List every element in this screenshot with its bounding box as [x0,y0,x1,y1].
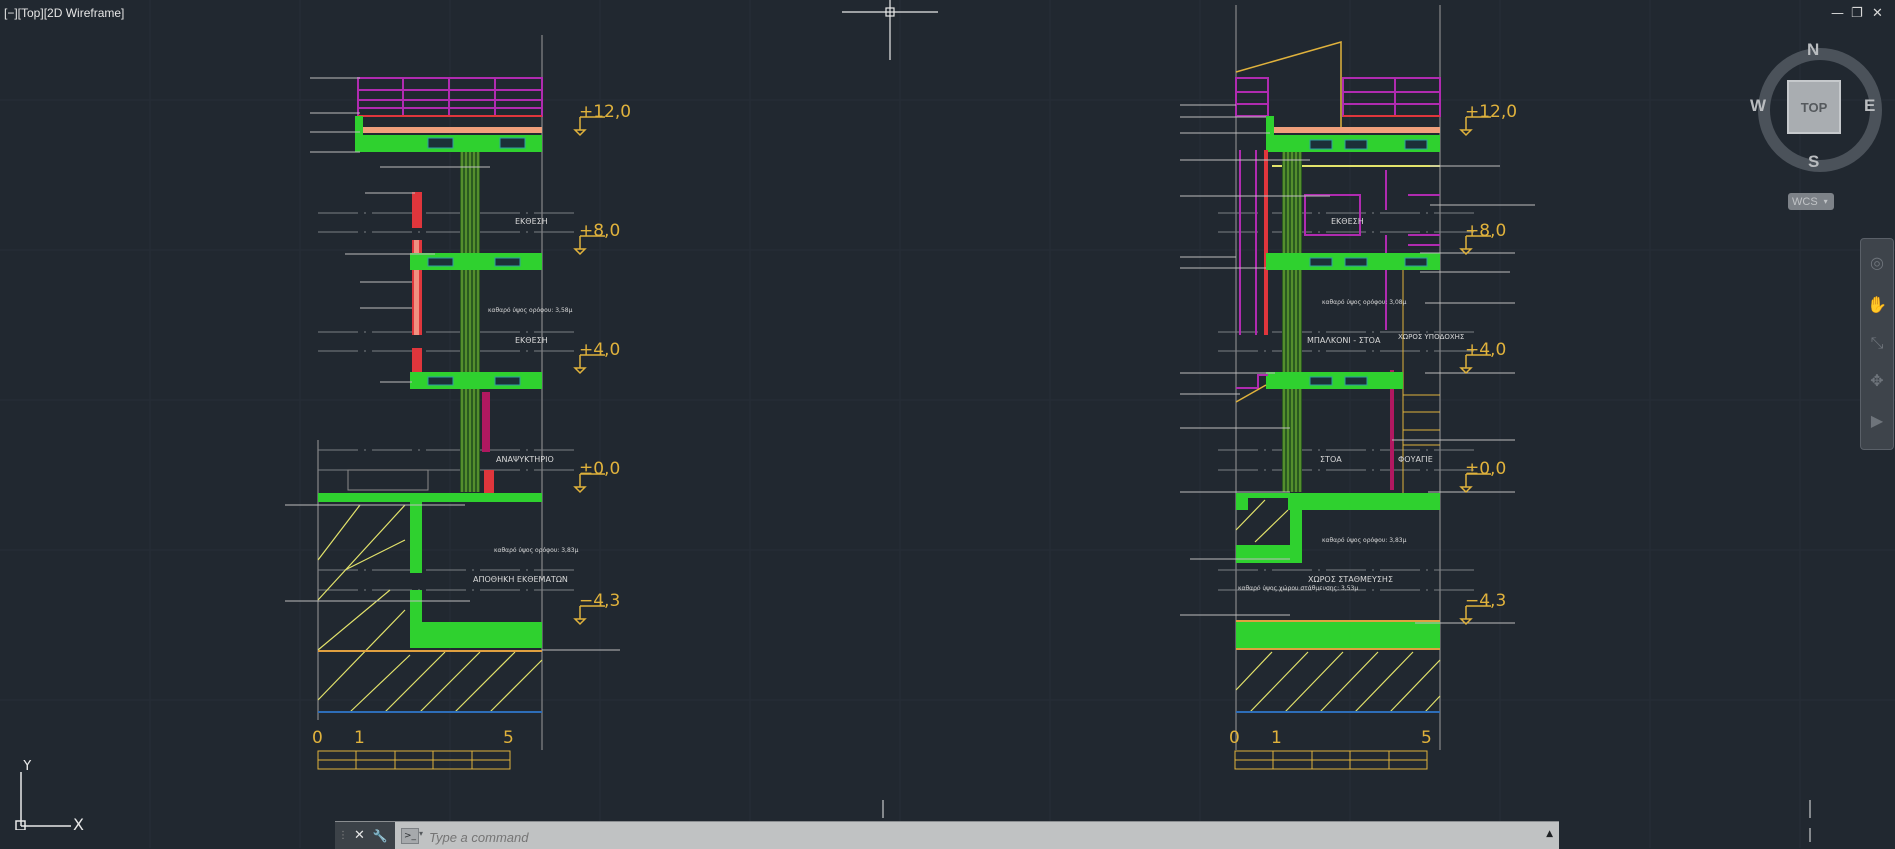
ucs-menu-button[interactable]: WCS ▾ [1788,193,1834,210]
close-viewport-button[interactable]: ✕ [1872,6,1883,21]
grip-icon[interactable]: ⋮ [338,830,348,841]
svg-text:±0,0: ±0,0 [1465,459,1506,479]
ucs-x-label: X [73,815,84,830]
svg-text:1: 1 [1271,728,1282,748]
svg-text:+12,0: +12,0 [1465,102,1517,122]
svg-text:ΧΩΡΟΣ ΥΠΟΔΟΧΗΣ: ΧΩΡΟΣ ΥΠΟΔΟΧΗΣ [1398,333,1464,341]
crosshair-cursor [842,0,938,60]
svg-text:0: 0 [312,728,323,748]
svg-text:ΕΚΘΕΣΗ: ΕΚΘΕΣΗ [515,336,548,345]
svg-text:+8,0: +8,0 [579,221,620,241]
right-section: ΕΚΘΕΣΗ ΜΠΑΛΚΟΝΙ - ΣΤΟΑ ΧΩΡΟΣ ΥΠΟΔΟΧΗΣ ΣΤ… [1180,5,1535,770]
showmotion-icon[interactable]: ▶ [1870,411,1884,430]
svg-text:ΜΠΑΛΚΟΝΙ - ΣΤΟΑ: ΜΠΑΛΚΟΝΙ - ΣΤΟΑ [1307,336,1381,345]
ucs-icon: Y X [15,760,84,830]
ucs-y-label: Y [22,760,32,774]
svg-text:−4,3: −4,3 [579,591,620,611]
svg-text:+4,0: +4,0 [579,340,620,360]
svg-text:0: 0 [1229,728,1240,748]
command-history-toggle[interactable]: ▲ [1546,829,1553,839]
svg-text:5: 5 [1421,728,1432,748]
svg-text:5: 5 [503,728,514,748]
orbit-icon[interactable]: ✥ [1870,371,1884,390]
svg-text:καθαρό ύψος ορόφου: 3,83μ: καθαρό ύψος ορόφου: 3,83μ [494,547,579,554]
compass-west[interactable]: W [1750,96,1767,115]
compass-east[interactable]: E [1864,96,1876,115]
command-prompt-icon[interactable]: >_ [401,828,419,844]
svg-text:−4,3: −4,3 [1465,591,1506,611]
command-line[interactable]: ⋮ ✕ 🔧 >_ ▾ ▲ [335,821,1559,849]
svg-text:+12,0: +12,0 [579,102,631,122]
command-line-grip[interactable]: ⋮ ✕ 🔧 [335,822,395,849]
svg-text:ΕΚΘΕΣΗ: ΕΚΘΕΣΗ [1331,217,1364,226]
minimize-viewport-button[interactable]: — [1831,6,1844,21]
svg-text:ΦΟΥΑΓΙΕ: ΦΟΥΑΓΙΕ [1398,455,1433,464]
svg-text:ΑΝΑΨΥΚΤΗΡΙΟ: ΑΝΑΨΥΚΤΗΡΙΟ [496,455,554,464]
pan-hand-icon[interactable]: ✋ [1867,295,1887,314]
svg-text:καθαρό ύψος χώρου στάθμευσης:: καθαρό ύψος χώρου στάθμευσης: 3,53μ [1238,585,1358,592]
chevron-down-icon: ▾ [1823,197,1828,206]
viewcube-top-face[interactable]: TOP [1787,80,1841,134]
svg-text:1: 1 [354,728,365,748]
svg-text:καθαρό ύψος ορόφου: 3,58μ: καθαρό ύψος ορόφου: 3,58μ [488,307,573,314]
svg-text:+4,0: +4,0 [1465,340,1506,360]
compass-north[interactable]: N [1807,40,1820,59]
zoom-extents-icon[interactable]: ⤡ [1870,333,1884,352]
navigation-bar[interactable]: ◎ ✋ ⤡ ✥ ▶ [1860,238,1894,450]
left-section: ΕΚΘΕΣΗ ΕΚΘΕΣΗ ΑΝΑΨΥΚΤΗΡΙΟ ΑΠΟΘΗΚΗ ΕΚΘΕΜΑ… [285,35,631,770]
svg-text:±0,0: ±0,0 [579,459,620,479]
svg-text:ΕΚΘΕΣΗ: ΕΚΘΕΣΗ [515,217,548,226]
svg-text:ΑΠΟΘΗΚΗ ΕΚΘΕΜΑΤΩΝ: ΑΠΟΘΗΚΗ ΕΚΘΕΜΑΤΩΝ [473,575,568,584]
customize-wrench-icon[interactable]: 🔧 [372,828,388,843]
steering-wheel-icon[interactable]: ◎ [1870,253,1884,272]
restore-viewport-button[interactable]: ❐ [1851,6,1863,21]
svg-text:καθαρό ύψος ορόφου: 3,83μ: καθαρό ύψος ορόφου: 3,83μ [1322,537,1407,544]
svg-text:ΧΩΡΟΣ ΣΤΑΘΜΕΥΣΗΣ: ΧΩΡΟΣ ΣΤΑΘΜΕΥΣΗΣ [1308,575,1393,584]
viewcube[interactable]: TOP N S E W [1750,40,1882,172]
close-command-line-button[interactable]: ✕ [354,828,365,843]
wcs-label: WCS [1792,195,1818,208]
svg-text:+8,0: +8,0 [1465,221,1506,241]
svg-text:ΣΤΟΑ: ΣΤΟΑ [1320,455,1342,464]
command-input[interactable] [427,826,1531,848]
recent-commands-dropdown[interactable]: ▾ [419,829,424,838]
viewport-controls-label[interactable]: [−][Top][2D Wireframe] [4,6,125,20]
svg-text:καθαρό ύψος ορόφου: 3,08μ: καθαρό ύψος ορόφου: 3,08μ [1322,299,1407,306]
compass-south[interactable]: S [1808,152,1820,171]
